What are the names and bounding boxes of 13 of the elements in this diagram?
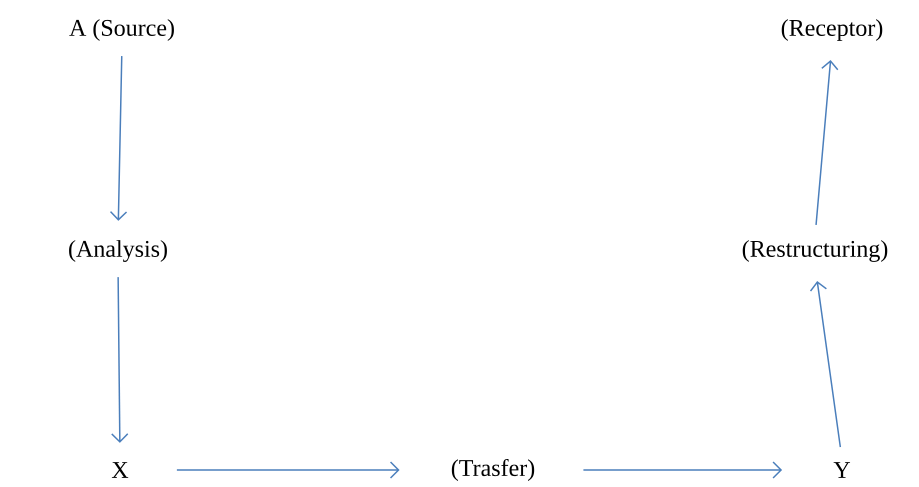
node-label: (Receptor) [782,19,882,41]
node-label: (Analysis) [69,240,167,262]
node-label: A (Source) [69,19,174,41]
arrow [810,280,842,448]
node-label: (Trasfer) [452,459,534,481]
node-label: Y [834,462,850,478]
arrow [111,277,128,443]
arrow [176,461,400,479]
arrow [110,56,128,221]
node-label: X [112,462,128,478]
node-label: (Restructuring) [742,240,888,262]
arrow [583,461,782,479]
arrow [815,60,838,225]
